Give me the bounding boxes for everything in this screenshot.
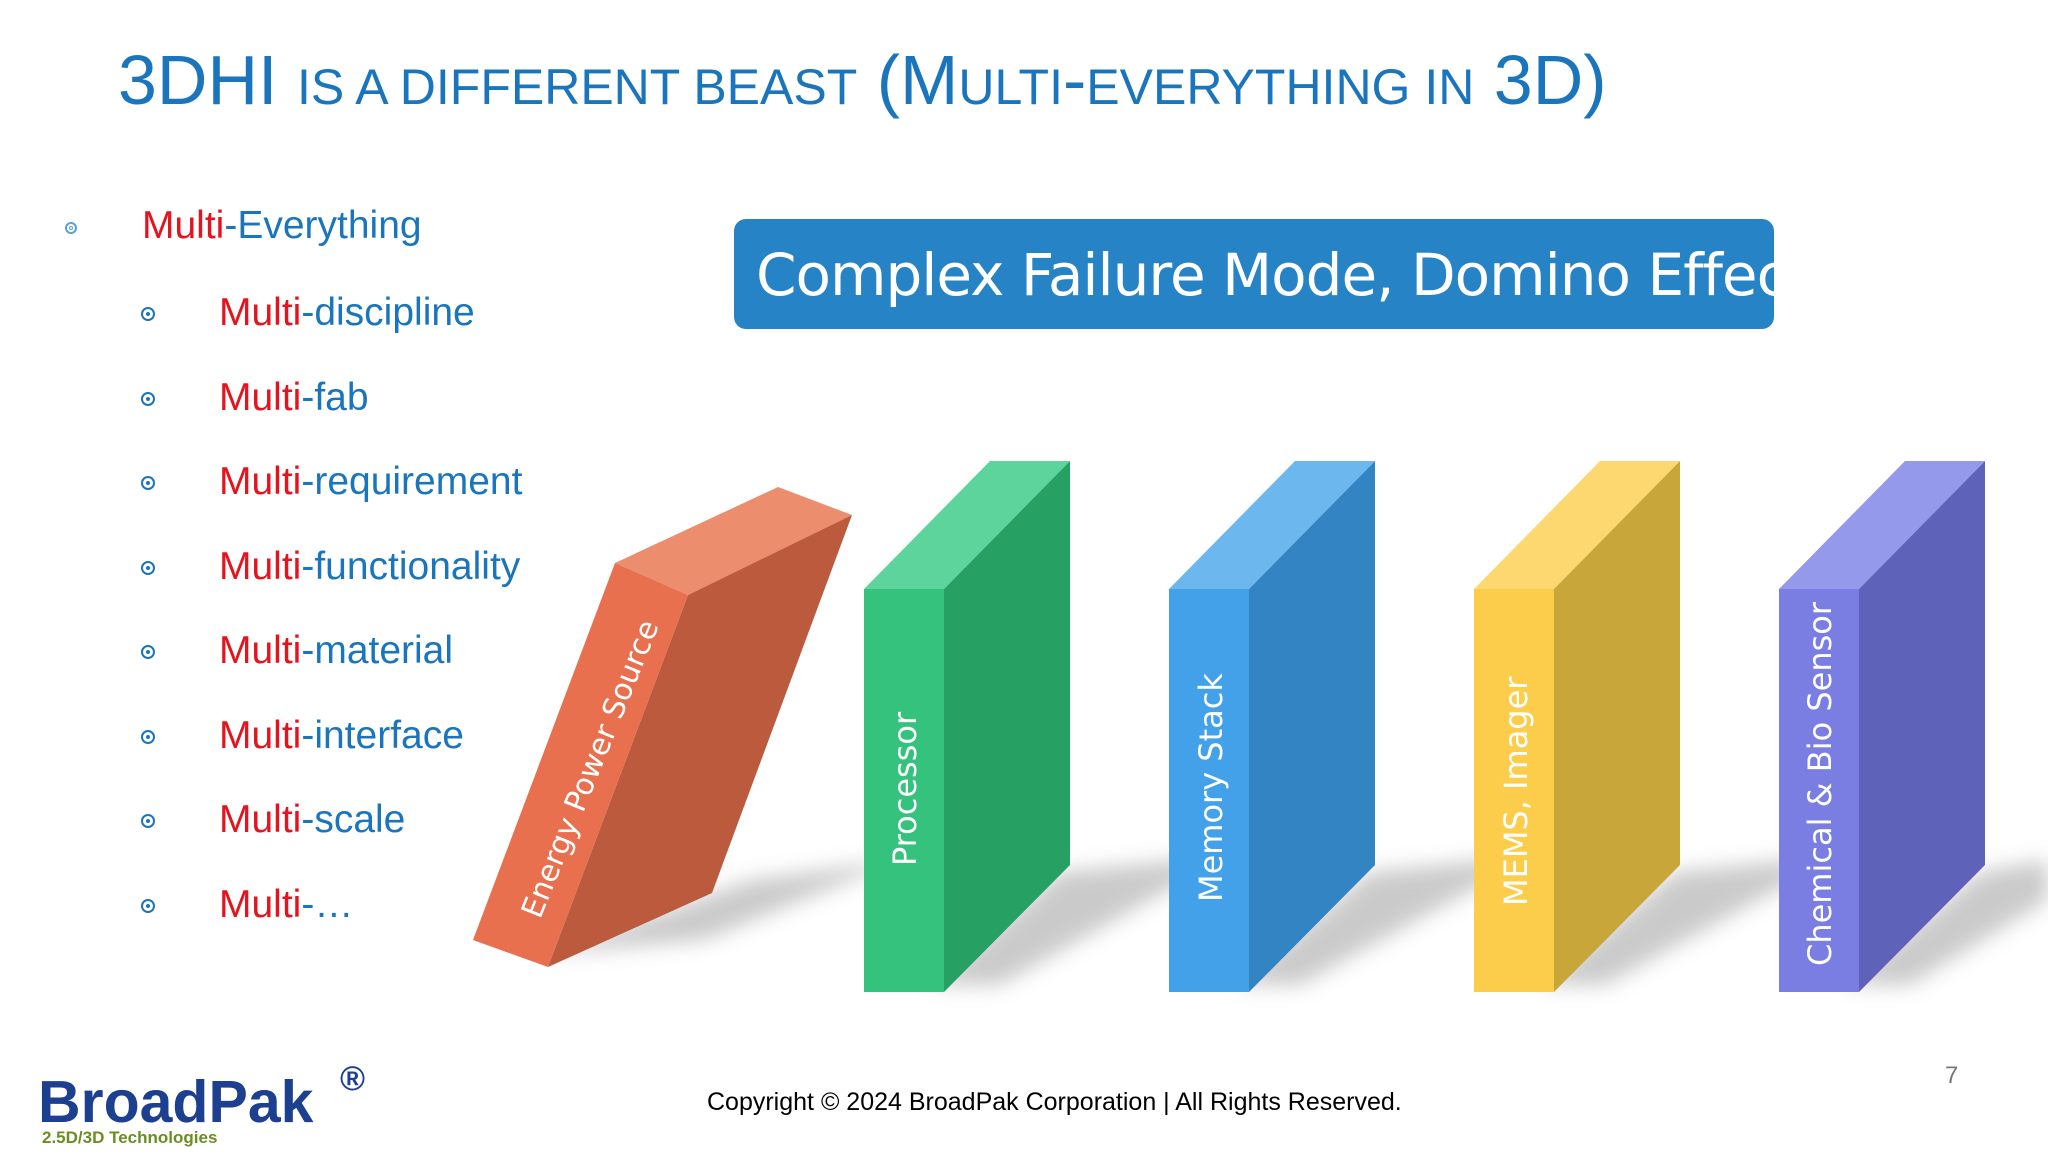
item-prefix: Multi: [219, 714, 302, 757]
bullet-icon: [141, 392, 155, 406]
block-top-face: [1169, 461, 1375, 589]
item-suffix: -Everything: [224, 204, 422, 247]
registered-mark: ®: [340, 1060, 366, 1098]
list-item-text: Multi-material: [219, 631, 453, 670]
shadow: [1235, 855, 1535, 985]
bullet-icon: [141, 307, 155, 321]
block-front-face: [864, 589, 944, 992]
callout-banner-text: Complex Failure Mode, Domino Effect: [756, 241, 1810, 309]
item-prefix: Multi: [219, 376, 302, 419]
block-front-face: [473, 563, 688, 967]
block-top-face: [1474, 461, 1680, 589]
item-prefix: Multi: [219, 883, 302, 926]
block-front-face: [1474, 589, 1554, 992]
title-part: (M: [857, 41, 959, 119]
domino-processor: Processor: [864, 461, 1070, 992]
bullet-icon: [141, 645, 155, 659]
bullet-icon: [141, 476, 155, 490]
block-label: Chemical & Bio Sensor: [1801, 601, 1839, 966]
block-top-face: [615, 487, 852, 595]
item-suffix: -interface: [301, 714, 464, 757]
shadow: [930, 855, 1230, 985]
block-top-face: [1779, 461, 1985, 589]
domino-mems-imager: MEMS, Imager: [1474, 461, 1680, 992]
item-prefix: Multi: [142, 204, 225, 247]
list-item-text: Multi-scale: [219, 800, 405, 839]
logo-wordmark: BroadPak: [38, 1069, 314, 1135]
domino-memory-stack: Memory Stack: [1169, 461, 1375, 992]
item-prefix: Multi: [219, 798, 302, 841]
item-suffix: -requirement: [301, 460, 523, 503]
item-suffix: -fab: [301, 376, 369, 419]
item-suffix: -functionality: [301, 545, 521, 588]
block-label: Processor: [886, 711, 924, 866]
item-prefix: Multi: [219, 460, 302, 503]
list-item-text: Multi-Everything: [142, 206, 422, 245]
block-front-face: [1779, 589, 1859, 992]
page-number: 7: [1945, 1062, 1959, 1089]
list-item-text: Multi-requirement: [219, 462, 522, 501]
shadow: [1540, 855, 1840, 985]
logo-tagline: 2.5D/3D Technologies: [42, 1128, 218, 1147]
block-label: Memory Stack: [1192, 673, 1230, 902]
title-part: ULTI: [958, 59, 1063, 115]
item-prefix: Multi: [219, 291, 302, 334]
item-suffix: -scale: [301, 798, 406, 841]
block-front-face: [1169, 589, 1249, 992]
bullet-icon: [65, 222, 77, 234]
domino-energy-power-source: Energy Power Source: [473, 487, 852, 967]
block-side-face: [548, 515, 852, 967]
item-suffix: -material: [301, 629, 454, 672]
block-side-face: [1249, 461, 1375, 992]
list-item-text: Multi-fab: [219, 378, 369, 417]
bullet-icon: [141, 730, 155, 744]
list-item-text: Multi-interface: [219, 716, 464, 755]
copyright-text: Copyright © 2024 BroadPak Corporation | …: [707, 1088, 1402, 1116]
domino-chemical-bio-sensor: Chemical & Bio Sensor: [1779, 461, 1985, 992]
slide-title: 3DHI IS A DIFFERENT BEAST (MULTI-EVERYTH…: [118, 40, 1607, 121]
block-top-face: [864, 461, 1070, 589]
callout-banner: Complex Failure Mode, Domino Effect: [734, 219, 1810, 329]
block-side-face: [1859, 461, 1985, 992]
block-side-face: [944, 461, 1070, 992]
block-side-face: [1554, 461, 1680, 992]
title-part: 3DHI: [118, 41, 297, 119]
bullet-icon: [141, 814, 155, 828]
list-item-text: Multi-discipline: [219, 293, 475, 332]
title-part: IS A DIFFERENT BEAST: [296, 59, 858, 115]
item-suffix: -discipline: [301, 291, 475, 334]
shadow: [540, 860, 900, 955]
list-item-text: Multi-functionality: [219, 547, 520, 586]
item-suffix: -…: [301, 883, 354, 926]
title-part: EVERYTHING IN: [1086, 59, 1475, 115]
title-part: -: [1062, 41, 1087, 119]
bullet-icon: [141, 899, 155, 913]
item-prefix: Multi: [219, 545, 302, 588]
bullet-icon: [141, 561, 155, 575]
item-prefix: Multi: [219, 629, 302, 672]
block-label: MEMS, Imager: [1497, 676, 1535, 906]
list-item-text: Multi-…: [219, 885, 353, 924]
title-part: 3D): [1474, 41, 1607, 119]
